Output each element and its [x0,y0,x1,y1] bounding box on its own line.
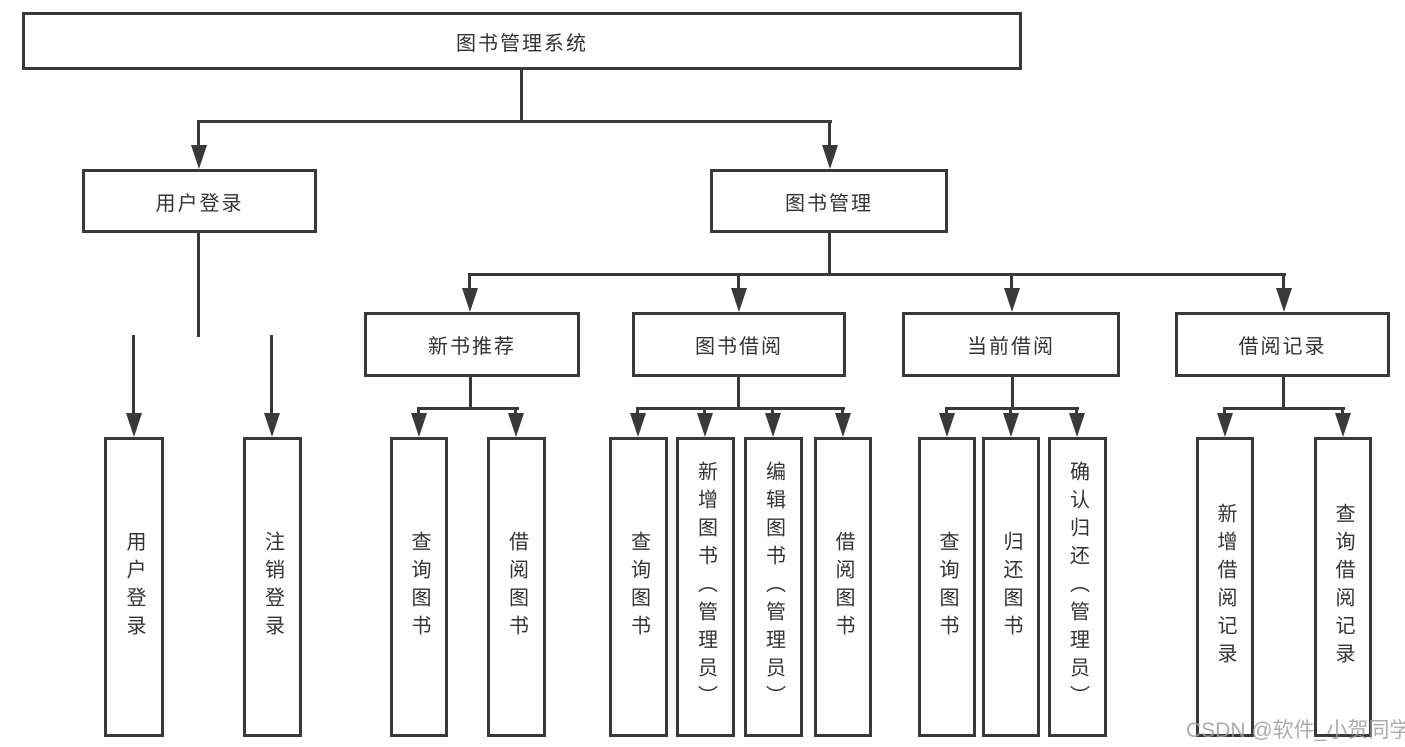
arrow-down-icon [1217,407,1233,437]
node-new-book-recommend: 新书推荐 [364,312,580,377]
connector-trunk-new-book-recommend [469,377,472,409]
connector-branch-book-management [468,273,1286,276]
csdn-watermark: CSDN @软件_小贺同学 [1186,719,1405,742]
connector-trunk-user-login [197,233,200,337]
arrow-down-icon [835,407,851,437]
arrow-down-icon [1335,407,1351,437]
connector-branch-book-borrow [637,407,845,410]
connector-branch-new-book-recommend [417,407,519,410]
leaf-borrow-books-recommend: 借阅图书 [487,437,546,737]
node-root: 图书管理系统 [22,12,1022,70]
leaf-confirm-return-admin: 确认归还（管理员） [1048,437,1107,737]
arrow-down-icon [1276,273,1292,312]
arrow-down-icon [731,273,747,312]
leaf-edit-book-admin: 编辑图书（管理员） [744,437,803,737]
node-borrow-records: 借阅记录 [1175,312,1390,377]
connector-trunk-borrow-records [1282,377,1285,409]
arrow-down-icon [630,407,646,437]
arrow-down-icon [1069,407,1085,437]
connector-trunk-book-management [828,233,831,275]
leaf-return-book: 归还图书 [982,437,1040,737]
leaf-query-books-recommend: 查询图书 [390,437,448,737]
leaf-user-login: 用户登录 [104,437,164,737]
arrow-down-icon [191,120,207,169]
arrow-down-icon [126,335,142,437]
leaf-borrow-books: 借阅图书 [814,437,872,737]
arrow-down-icon [462,273,478,312]
connector-branch-current-borrow [945,407,1079,410]
leaf-query-books-borrow: 查询图书 [609,437,668,737]
connector-trunk-root [520,70,523,122]
connector-branch-level2 [197,120,832,123]
leaf-query-books-current: 查询图书 [918,437,976,737]
arrow-down-icon [1004,273,1020,312]
arrow-down-icon [1003,407,1019,437]
connector-branch-borrow-records [1223,407,1345,410]
leaf-query-borrow-record: 查询借阅记录 [1314,437,1372,737]
leaf-add-borrow-record: 新增借阅记录 [1196,437,1254,737]
node-user-login: 用户登录 [82,169,317,233]
leaf-logout: 注销登录 [243,437,302,737]
node-book-management: 图书管理 [710,169,948,233]
arrow-down-icon [508,407,524,437]
arrow-down-icon [765,407,781,437]
arrow-down-icon [939,407,955,437]
node-book-borrow: 图书借阅 [632,312,846,377]
arrow-down-icon [411,407,427,437]
connector-trunk-current-borrow [1011,377,1014,409]
arrow-down-icon [264,335,280,437]
arrow-down-icon [697,407,713,437]
connector-trunk-book-borrow [737,377,740,409]
arrow-down-icon [822,120,838,169]
node-current-borrow: 当前借阅 [902,312,1120,377]
leaf-add-book-admin: 新增图书（管理员） [676,437,735,737]
